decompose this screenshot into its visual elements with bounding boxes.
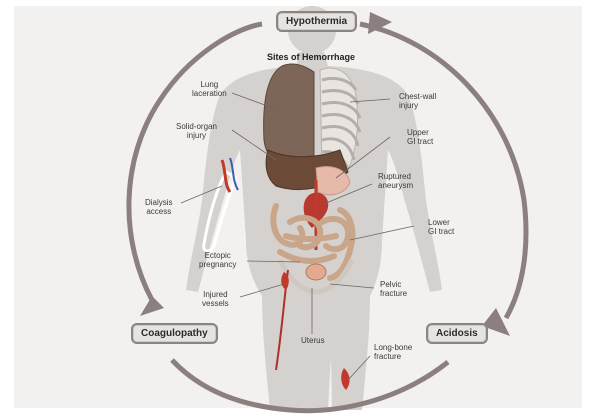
cycle-node-acidosis: Acidosis	[426, 323, 488, 344]
label-upper-gi-tract: Upper GI tract	[407, 128, 433, 146]
cycle-node-coagulopathy: Coagulopathy	[131, 323, 218, 344]
label-chest-wall-injury: Chest-wall injury	[399, 92, 436, 110]
cycle-node-hypothermia: Hypothermia	[276, 11, 357, 32]
label-dialysis-access: Dialysis access	[145, 198, 173, 216]
label-injured-vessels: Injured vessels	[202, 290, 229, 308]
label-pelvic-fracture: Pelvic fracture	[380, 280, 407, 298]
label-ectopic-pregnancy: Ectopic pregnancy	[199, 251, 236, 269]
diagram-title: Sites of Hemorrhage	[267, 52, 355, 62]
label-uterus: Uterus	[301, 336, 325, 345]
label-lung-laceration: Lung laceration	[192, 80, 227, 98]
label-solid-organ-injury: Solid-organ injury	[176, 122, 217, 140]
label-lower-gi-tract: Lower GI tract	[428, 218, 454, 236]
label-ruptured-aneurysm: Ruptured aneurysm	[378, 172, 413, 190]
label-long-bone-fracture: Long-bone fracture	[374, 343, 412, 361]
